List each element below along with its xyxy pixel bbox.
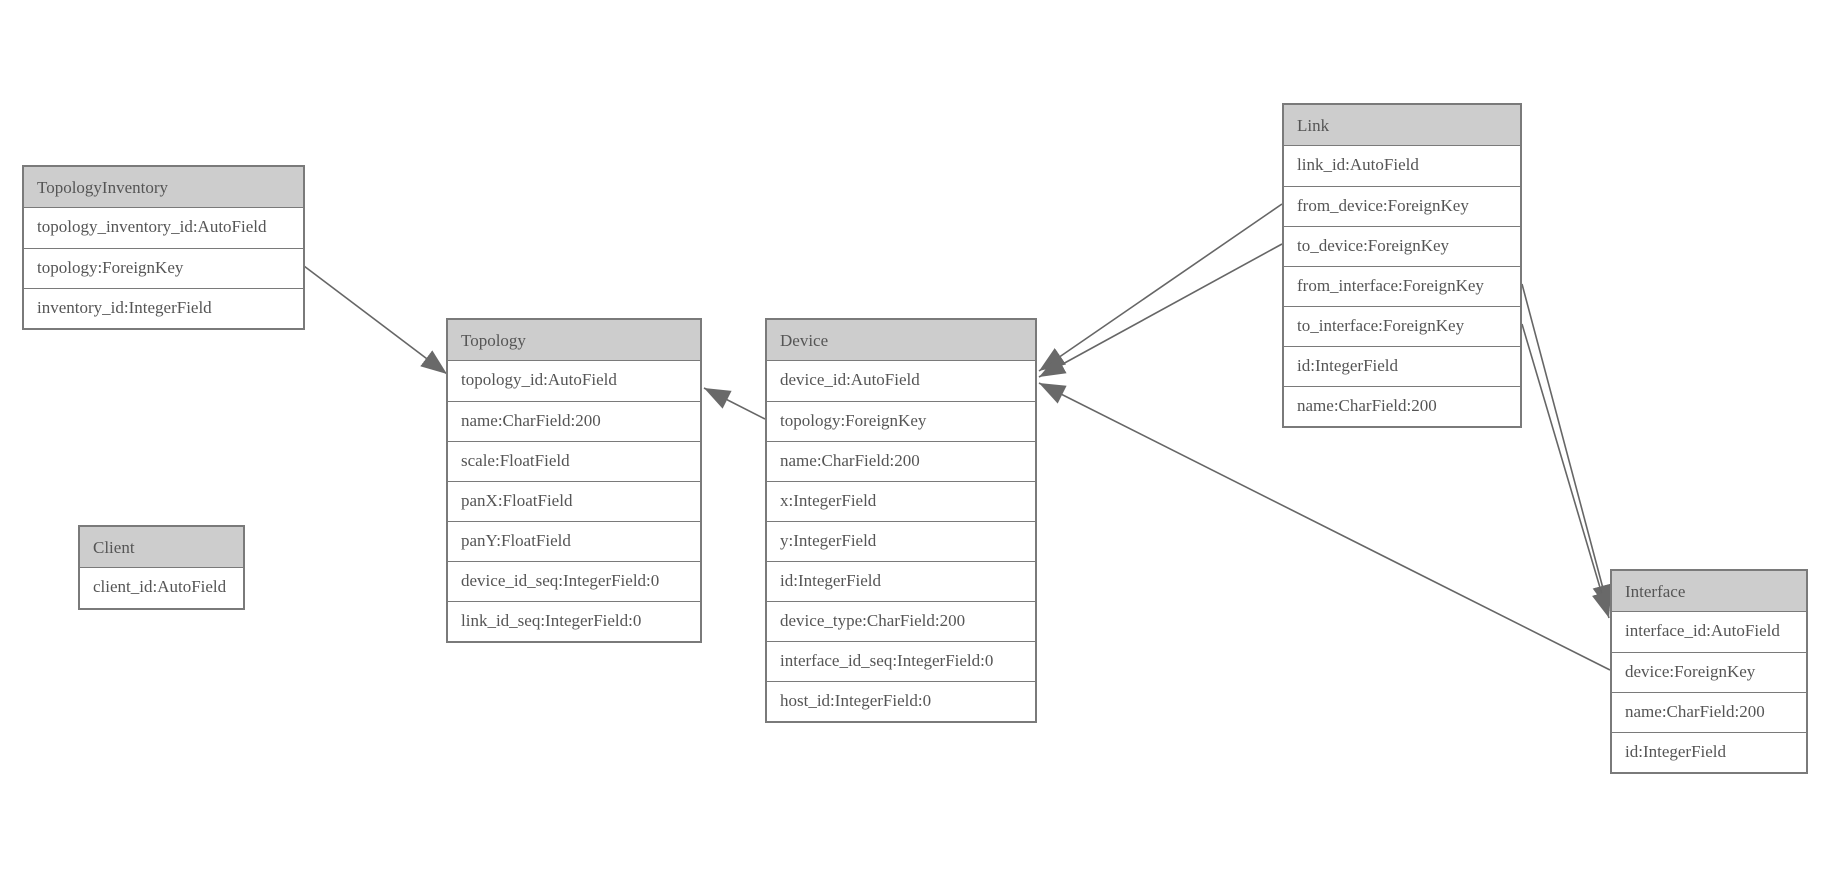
- field-row: client_id:AutoField: [93, 577, 227, 596]
- field-row: topology_id:AutoField: [461, 370, 617, 389]
- field-row: from_device:ForeignKey: [1284, 186, 1520, 226]
- field-row: inventory_id:IntegerField: [24, 288, 303, 328]
- field-row: to_device:ForeignKey: [1284, 226, 1520, 266]
- relation-topologyinventory-topology-to-topology: [303, 265, 448, 375]
- field-row: link_id_seq:IntegerField:0: [448, 601, 700, 641]
- field-row: name:CharField:200: [767, 441, 1035, 481]
- field-row: panX:FloatField: [448, 481, 700, 521]
- entity-table-topology-inventory: TopologyInventory topology_inventory_id:…: [22, 165, 305, 330]
- field-row: interface_id_seq:IntegerField:0: [767, 641, 1035, 681]
- field-row: host_id:IntegerField:0: [767, 681, 1035, 721]
- entity-table-topology: Topology topology_id:AutoField name:Char…: [446, 318, 702, 643]
- relation-link-to-device-to-device: [1038, 243, 1283, 378]
- field-row: to_interface:ForeignKey: [1284, 306, 1520, 346]
- field-row: x:IntegerField: [767, 481, 1035, 521]
- table-title-topology: Topology: [448, 320, 700, 361]
- relation-link-to-interface-to-interface: [1521, 323, 1612, 619]
- field-row: name:CharField:200: [1612, 692, 1806, 732]
- entity-table-device: Device device_id:AutoField topology:Fore…: [765, 318, 1037, 723]
- table-title-link: Link: [1284, 105, 1520, 146]
- field-row: device_id:AutoField: [780, 370, 920, 389]
- field-row: from_interface:ForeignKey: [1284, 266, 1520, 306]
- field-row: id:IntegerField: [1284, 346, 1520, 386]
- field-row: topology:ForeignKey: [24, 248, 303, 288]
- field-row: device_type:CharField:200: [767, 601, 1035, 641]
- entity-table-interface: Interface interface_id:AutoField device:…: [1610, 569, 1808, 774]
- relation-device-topology-to-topology: [703, 387, 766, 420]
- field-row: name:CharField:200: [448, 401, 700, 441]
- relation-link-from-device-to-device: [1038, 203, 1283, 372]
- field-row: topology_inventory_id:AutoField: [37, 217, 267, 236]
- relation-link-from-interface-to-interface: [1521, 283, 1612, 612]
- table-title-topology-inventory: TopologyInventory: [24, 167, 303, 208]
- field-row: id:IntegerField: [767, 561, 1035, 601]
- field-row: y:IntegerField: [767, 521, 1035, 561]
- entity-table-client: Client client_id:AutoField: [78, 525, 245, 610]
- field-row: scale:FloatField: [448, 441, 700, 481]
- field-row: interface_id:AutoField: [1625, 621, 1780, 640]
- field-row: link_id:AutoField: [1297, 155, 1419, 174]
- table-title-client: Client: [80, 527, 243, 568]
- table-title-interface: Interface: [1612, 571, 1806, 612]
- field-row: id:IntegerField: [1612, 732, 1806, 772]
- field-row: name:CharField:200: [1284, 386, 1520, 426]
- field-row: panY:FloatField: [448, 521, 700, 561]
- field-row: device_id_seq:IntegerField:0: [448, 561, 700, 601]
- field-row: topology:ForeignKey: [767, 401, 1035, 441]
- table-title-device: Device: [767, 320, 1035, 361]
- field-row: device:ForeignKey: [1612, 652, 1806, 692]
- entity-table-link: Link link_id:AutoField from_device:Forei…: [1282, 103, 1522, 428]
